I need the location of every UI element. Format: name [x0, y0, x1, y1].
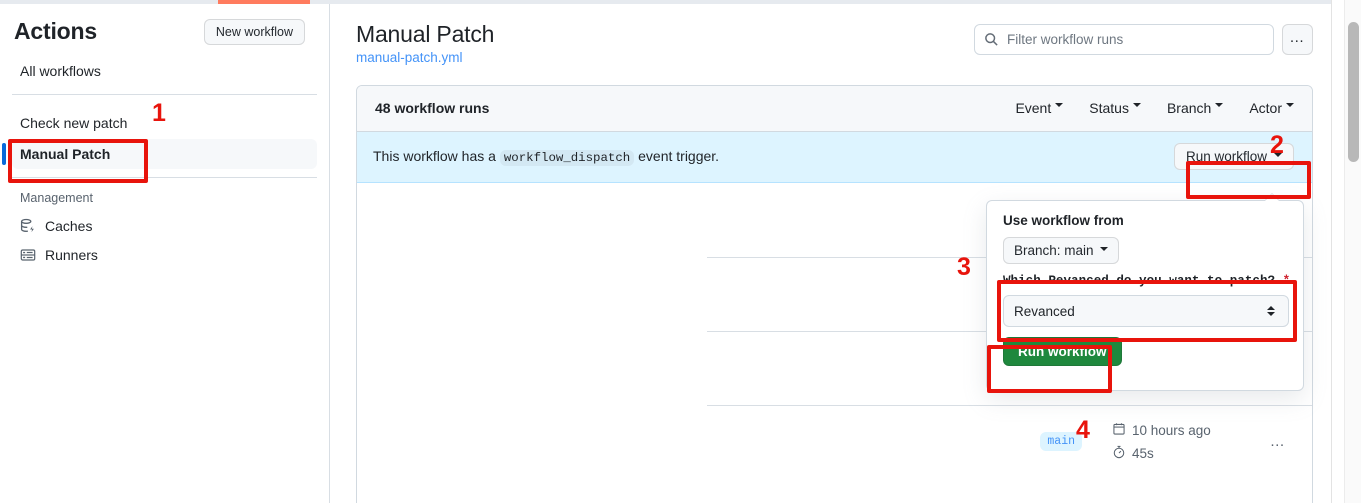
scrollbar-thumb[interactable] [1348, 22, 1359, 162]
chevron-down-icon [1274, 152, 1282, 161]
sidebar-management-label: Caches [45, 218, 93, 234]
cache-icon [20, 218, 36, 234]
workflow-runs-header: 48 workflow runs Event Status Branch Act… [357, 85, 1312, 132]
sidebar-management-list: Caches Runners [0, 207, 329, 269]
sidebar-divider-1 [12, 94, 317, 95]
revanced-select-value: Revanced [1014, 303, 1075, 319]
sidebar-management-label: Runners [45, 247, 98, 263]
sidebar-management-title: Management [20, 191, 93, 205]
stopwatch-icon [1112, 445, 1126, 462]
run-row-kebab[interactable]: … [1269, 433, 1287, 451]
sidebar-item-caches[interactable]: Caches [12, 212, 317, 240]
chevron-down-icon [1099, 246, 1108, 255]
use-workflow-from-label: Use workflow from [1003, 213, 1124, 228]
page-title: Actions [14, 18, 97, 44]
workflow-file-link[interactable]: manual-patch.yml [356, 49, 463, 65]
run-workflow-popover: Use workflow from Branch: main Which Rev… [986, 193, 1304, 391]
use-workflow-from-section: Use workflow from Branch: main [987, 201, 1303, 264]
filter-event[interactable]: Event [1015, 100, 1064, 117]
workflow-input-field: Which Revanced do you want to patch? * R… [987, 264, 1303, 327]
dispatch-text-after: event trigger. [638, 148, 720, 165]
workflow-header: Manual Patch manual-patch.yml … [331, 4, 1343, 67]
workflow-runs-count: 48 workflow runs [375, 100, 490, 117]
chevron-down-icon [1055, 103, 1064, 111]
run-workflow-dropdown-label: Run workflow [1185, 149, 1267, 165]
filter-branch-label: Branch [1166, 100, 1212, 117]
run-row-duration: 45s [1112, 445, 1262, 462]
run-workflow-dropdown-button[interactable]: Run workflow [1173, 143, 1294, 171]
sidebar-item-label: Manual Patch [20, 146, 111, 162]
sidebar-item-runners[interactable]: Runners [12, 241, 317, 269]
filter-branch[interactable]: Branch [1166, 100, 1224, 117]
sidebar-item-manual-patch[interactable]: Manual Patch [2, 139, 317, 169]
filter-event-label: Event [1015, 100, 1052, 117]
overflow-menu-button[interactable]: … [1282, 24, 1313, 55]
new-workflow-button[interactable]: New workflow [203, 18, 305, 45]
sidebar-item-check-new-patch[interactable]: Check new patch [12, 108, 317, 138]
run-row-duration-text: 45s [1132, 445, 1154, 461]
branch-select-label: Branch: main [1014, 243, 1094, 258]
branch-select-button[interactable]: Branch: main [1003, 237, 1119, 264]
filter-actor[interactable]: Actor [1249, 100, 1294, 116]
run-row-date: 10 hours ago [1112, 422, 1262, 439]
run-row-date-text: 10 hours ago [1132, 422, 1211, 438]
workflow-dispatch-text: This workflow has a workflow_dispatch ev… [373, 148, 720, 167]
branch-badge[interactable]: main [1040, 432, 1082, 452]
workflow-dispatch-banner: This workflow has a workflow_dispatch ev… [357, 131, 1312, 183]
run-workflow-submit-button[interactable]: Run workflow [1003, 337, 1122, 366]
runners-icon [20, 247, 36, 263]
dispatch-text-before: This workflow has a [373, 148, 496, 165]
filter-status[interactable]: Status [1089, 100, 1141, 116]
required-marker: * [1282, 274, 1291, 288]
revanced-select[interactable]: Revanced [1003, 295, 1289, 327]
workflow-title: Manual Patch [356, 21, 495, 47]
workflow-input-label: Which Revanced do you want to patch? * [1003, 274, 1290, 288]
run-row-meta: 10 hours ago 45s [1112, 422, 1262, 462]
dispatch-event-code: workflow_dispatch [499, 150, 635, 167]
calendar-icon [1112, 422, 1126, 439]
top-strip [0, 0, 1361, 4]
row-divider [707, 404, 1312, 406]
sidebar-item-all-workflows[interactable]: All workflows [12, 56, 317, 86]
vertical-scrollbar[interactable] [1344, 0, 1361, 503]
search-input[interactable] [1005, 31, 1273, 48]
sidebar-header: Actions New workflow [0, 4, 329, 51]
sidebar-workflow-list-2: Check new patch Manual Patch [0, 103, 329, 169]
sidebar-item-label: All workflows [20, 63, 101, 79]
workflow-header-left: Manual Patch manual-patch.yml [356, 20, 974, 67]
top-progress-bar [218, 0, 310, 4]
sidebar-divider-2 [12, 177, 317, 178]
sidebar-workflow-list: All workflows [0, 51, 329, 86]
popover-submit-section: Run workflow [987, 327, 1303, 366]
chevron-down-icon [1132, 103, 1141, 111]
filter-workflow-runs-box[interactable] [974, 24, 1274, 55]
workflow-runs-filters: Event Status Branch Actor [1015, 100, 1294, 116]
chevron-down-icon [1286, 103, 1294, 111]
actions-sidebar: Actions New workflow All workflows Check… [0, 4, 330, 503]
sidebar-item-label: Check new patch [20, 115, 128, 131]
table-row[interactable]: main 10 hours ago [357, 405, 1312, 479]
workflow-input-select-wrap: Revanced [1003, 295, 1289, 327]
filter-actor-label: Actor [1249, 100, 1282, 117]
search-icon [984, 32, 999, 52]
chevron-down-icon [1215, 103, 1224, 111]
workflow-input-label-text: Which Revanced do you want to patch? [1003, 274, 1276, 288]
workflow-header-right: … [974, 20, 1313, 55]
page-right-edge [1331, 0, 1344, 503]
filter-status-label: Status [1089, 100, 1129, 117]
